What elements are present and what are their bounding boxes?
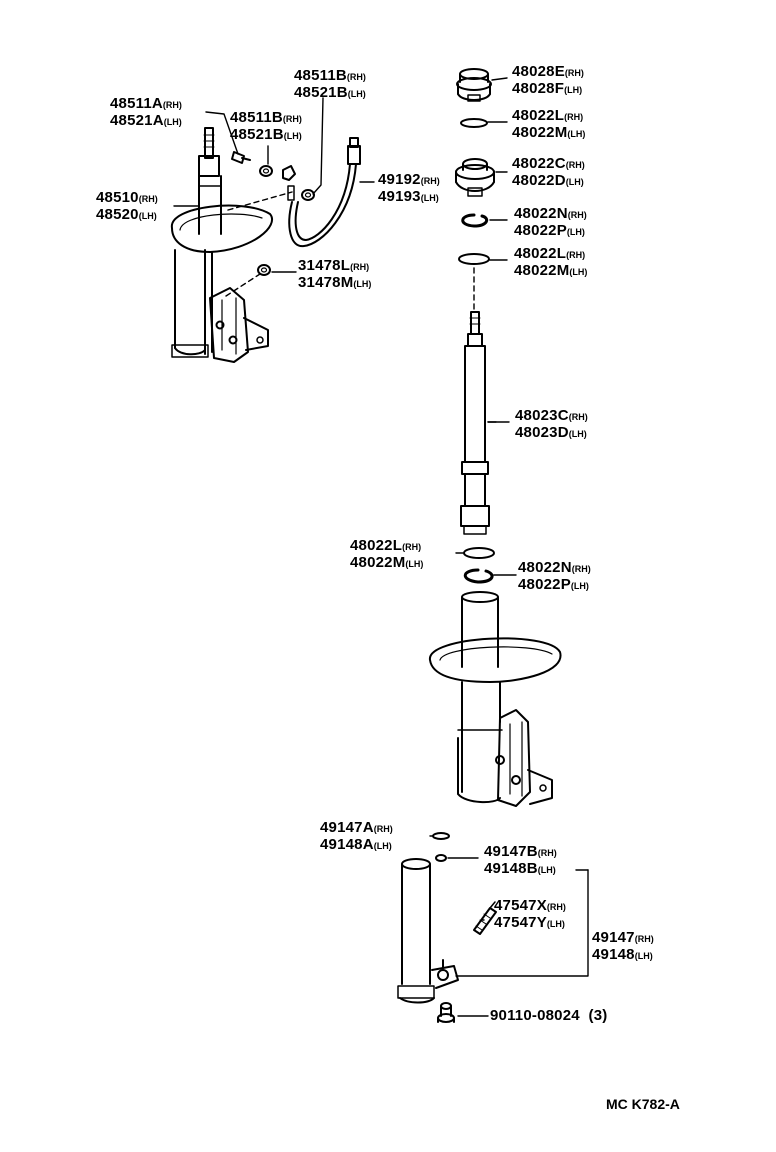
- ring-49147a: [432, 832, 450, 840]
- label-31478l-31478m: 31478L(RH) 31478M(LH): [298, 257, 372, 291]
- label-48028e-48028f: 48028E(RH) 48028F(LH): [512, 63, 584, 97]
- leader-lines: [173, 77, 589, 1017]
- bleeder-47547x: [473, 901, 497, 935]
- label-47547x-47547y: 47547X(RH) 47547Y(LH): [494, 897, 566, 931]
- flexible-hose: [288, 137, 361, 248]
- label-90110-08024: 90110-08024 (3): [490, 1007, 608, 1024]
- clip-48022n-b: [463, 568, 494, 584]
- label-48022n-48022p-b: 48022N(RH) 48022P(LH): [518, 559, 591, 593]
- nut-48511b: [259, 165, 273, 177]
- cartridge-49147: [397, 858, 459, 1004]
- bolt-90110: [437, 1002, 455, 1023]
- upper-support-48028: [456, 68, 492, 102]
- label-48022l-48022m-a: 48022L(RH) 48022M(LH): [512, 107, 586, 141]
- label-48022l-48022m-c: 48022L(RH) 48022M(LH): [350, 537, 424, 571]
- label-48022n-48022p-a: 48022N(RH) 48022P(LH): [514, 205, 587, 239]
- label-48511a-48521a: 48511A(RH) 48521A(LH): [110, 95, 182, 129]
- ring-48022l-b: [458, 253, 490, 265]
- label-49192-49193: 49192(RH) 49193(LH): [378, 171, 440, 205]
- ring-48022l-c: [463, 547, 495, 559]
- bolt-48511a: [231, 151, 251, 164]
- clip-48022n-a: [461, 213, 489, 228]
- label-48511b-48521b-2: 48511B(RH) 48521B(LH): [230, 109, 302, 143]
- hose-clip: [282, 165, 296, 201]
- label-48022c-48022d: 48022C(RH) 48022D(LH): [512, 155, 585, 189]
- nut-31478: [257, 264, 271, 276]
- label-49147b-49148b: 49147B(RH) 49148B(LH): [484, 843, 557, 877]
- diagram-code: MC K782-A: [606, 1096, 680, 1112]
- ring-49147b: [435, 854, 447, 862]
- nut-48521b: [301, 189, 315, 201]
- label-49147a-49148a: 49147A(RH) 49148A(LH): [320, 819, 393, 853]
- assembled-strut-diagram: [170, 127, 293, 363]
- ring-48022l-a: [460, 118, 488, 128]
- label-48510-48520: 48510(RH) 48520(LH): [96, 189, 158, 223]
- label-48023c-48023d: 48023C(RH) 48023D(LH): [515, 407, 588, 441]
- label-48511b-48521b: 48511B(RH) 48521B(LH): [294, 67, 366, 101]
- strut-shell: [429, 591, 562, 807]
- upper-support-48022c: [455, 158, 495, 197]
- label-48022l-48022m-b: 48022L(RH) 48022M(LH): [514, 245, 588, 279]
- shock-cartridge-48023c: [460, 311, 497, 535]
- label-49147-49148: 49147(RH) 49148(LH): [592, 929, 654, 963]
